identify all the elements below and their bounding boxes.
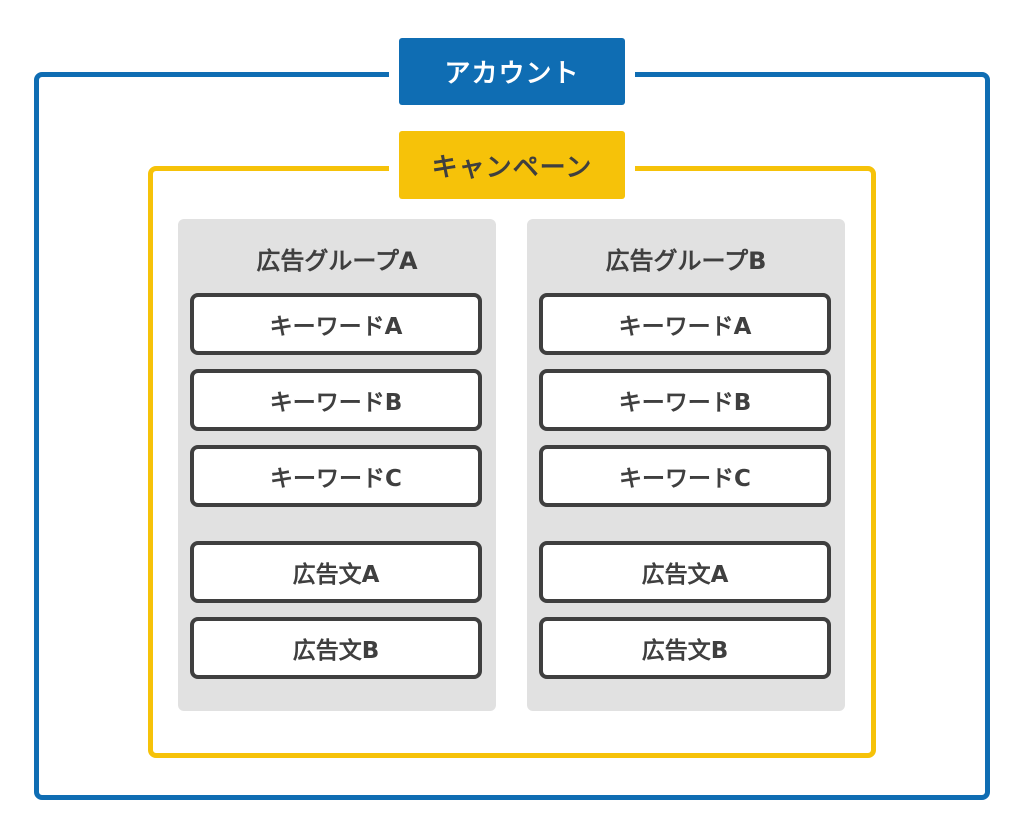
ad-group-title: 広告グループB <box>605 247 767 275</box>
account-label: アカウント <box>399 38 625 105</box>
ad-text-box: 広告文A <box>190 541 482 603</box>
ad-text-box: 広告文A <box>539 541 831 603</box>
keyword-box: キーワードA <box>539 293 831 355</box>
ad-group-b: 広告グループB キーワードA キーワードB キーワードC 広告文A 広告文B <box>527 219 845 711</box>
keyword-box: キーワードC <box>190 445 482 507</box>
ad-group-a: 広告グループA キーワードA キーワードB キーワードC 広告文A 広告文B <box>178 219 496 711</box>
keyword-box: キーワードB <box>190 369 482 431</box>
campaign-label: キャンペーン <box>399 131 625 199</box>
keyword-box: キーワードB <box>539 369 831 431</box>
ad-group-title: 広告グループA <box>256 247 418 275</box>
keyword-box: キーワードA <box>190 293 482 355</box>
ad-text-box: 広告文B <box>190 617 482 679</box>
ad-text-box: 広告文B <box>539 617 831 679</box>
keyword-box: キーワードC <box>539 445 831 507</box>
